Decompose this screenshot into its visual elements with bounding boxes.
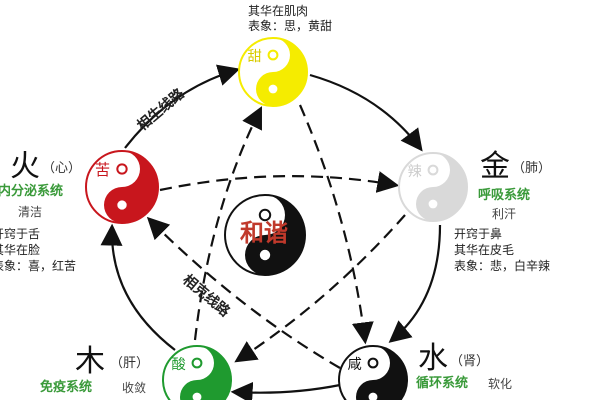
center-label: 和谐 <box>240 219 288 247</box>
center-yinyang-icon <box>224 194 306 276</box>
arrow-fire-to-earth <box>124 64 241 149</box>
metal-line-3: 表象：悲，白辛辣 <box>454 259 551 273</box>
fire-yinyang-icon: 苦 <box>85 150 159 224</box>
arrow-water-to-wood <box>230 381 341 400</box>
fire-line-2: 其华在脸 <box>0 243 41 257</box>
earth-line-2: 表象：思，黄甜 <box>248 19 333 33</box>
metal-line-1: 开窍于鼻 <box>454 227 503 241</box>
generating-arrows <box>100 64 442 400</box>
water-system: 循环系统 <box>416 376 469 391</box>
water-yinyang-icon: 咸 <box>338 345 408 400</box>
fire-organ: （心） <box>42 161 82 176</box>
metal-system: 呼吸系统 <box>478 188 531 203</box>
metal-function: 利汗 <box>492 207 517 221</box>
metal-organ: （肺） <box>512 161 552 176</box>
wood-organ: （肝） <box>110 356 150 371</box>
arrow-metal-to-water <box>388 224 442 343</box>
water-name: 水 <box>418 341 448 376</box>
wood-function: 收敛 <box>122 381 147 395</box>
water-taste: 咸 <box>348 356 362 373</box>
earth-yinyang-icon: 甜 <box>238 37 308 107</box>
metal-taste: 辣 <box>408 163 422 180</box>
arrow-earth-to-metal <box>309 73 423 152</box>
earth-line-1: 其华在肌肉 <box>248 4 309 18</box>
arrow-metal-to-wood <box>234 214 406 363</box>
metal-yinyang-icon: 辣 <box>398 152 468 222</box>
restraining-arrows <box>146 104 406 369</box>
fire-name: 火 <box>10 149 40 184</box>
water-function: 软化 <box>488 377 513 391</box>
wood-system: 免疫系统 <box>40 380 93 395</box>
earth-taste: 甜 <box>248 48 262 65</box>
water-organ: （肾） <box>450 354 490 369</box>
wood-yinyang-icon: 酸 <box>162 345 232 400</box>
arrow-fire-to-metal <box>159 171 400 193</box>
arrow-wood-to-earth <box>193 106 262 341</box>
wood-taste: 酸 <box>172 356 186 373</box>
arrow-water-to-fire <box>146 216 341 369</box>
arrow-earth-to-water <box>298 104 374 345</box>
wood-name: 木 <box>75 344 105 379</box>
fire-line-3: 表象：喜，红苦 <box>0 259 77 273</box>
fire-system: 内分泌系统 <box>0 184 64 199</box>
fire-taste: 苦 <box>95 161 110 179</box>
fire-function: 清洁 <box>18 205 43 219</box>
arrow-wood-to-fire <box>100 223 176 351</box>
fire-line-1: 开窍于舌 <box>0 227 41 241</box>
metal-name: 金 <box>480 149 510 184</box>
metal-line-2: 其华在皮毛 <box>454 243 515 257</box>
